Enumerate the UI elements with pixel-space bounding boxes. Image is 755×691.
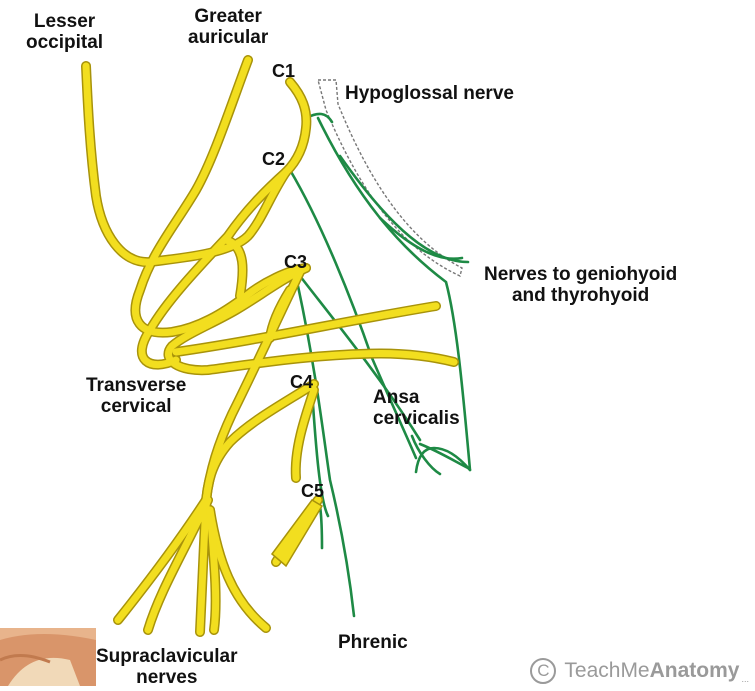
label-lesser-occipital: Lesser occipital — [26, 11, 103, 53]
label-supraclavicular-line1: Supraclavicular — [96, 646, 238, 667]
label-c2: C2 — [262, 149, 285, 170]
label-c3: C3 — [284, 252, 307, 273]
sensory-nerves — [86, 60, 454, 632]
phrenic-c5-root — [320, 506, 322, 548]
label-ansa-cervicalis-line2: cervicalis — [373, 408, 460, 429]
label-geniohyoid-line2: and thyrohyoid — [484, 285, 677, 306]
copyright-icon: C — [530, 658, 556, 684]
label-transverse-cervical: Transverse cervical — [86, 375, 186, 417]
label-transverse-cervical-line1: Transverse — [86, 375, 186, 396]
label-greater-auricular-line2: auricular — [188, 27, 268, 48]
label-c5: C5 — [301, 481, 324, 502]
label-phrenic: Phrenic — [338, 632, 408, 653]
label-greater-auricular: Greater auricular — [188, 6, 268, 48]
hypoglossal-nerve-path — [318, 80, 462, 276]
c5-root — [272, 500, 322, 566]
c1-root — [286, 82, 306, 172]
corner-photo-fragment — [0, 628, 96, 686]
label-hypoglossal-nerve: Hypoglossal nerve — [345, 83, 514, 104]
label-lesser-occipital-line2: occipital — [26, 32, 103, 53]
label-lesser-occipital-line1: Lesser — [26, 11, 103, 32]
label-c4: C4 — [290, 372, 313, 393]
watermark-brand-light: TeachMe — [564, 659, 649, 683]
label-greater-auricular-line1: Greater — [188, 6, 268, 27]
label-ansa-cervicalis: Ansa cervicalis — [373, 387, 460, 429]
watermark-suffix: ... — [741, 674, 749, 684]
label-geniohyoid-line1: Nerves to geniohyoid — [484, 264, 677, 285]
label-ansa-cervicalis-line1: Ansa — [373, 387, 460, 408]
greater-auricular-nerve — [135, 60, 306, 333]
label-c1: C1 — [272, 61, 295, 82]
watermark-brand-bold: Anatomy — [650, 659, 740, 683]
label-transverse-cervical-line2: cervical — [86, 396, 186, 417]
label-nerves-to-geniohyoid: Nerves to geniohyoid and thyrohyoid — [484, 264, 677, 306]
label-supraclavicular-line2: nerves — [96, 667, 238, 688]
ansa-loop-cross — [420, 444, 468, 468]
label-supraclavicular-nerves: Supraclavicular nerves — [96, 646, 238, 688]
